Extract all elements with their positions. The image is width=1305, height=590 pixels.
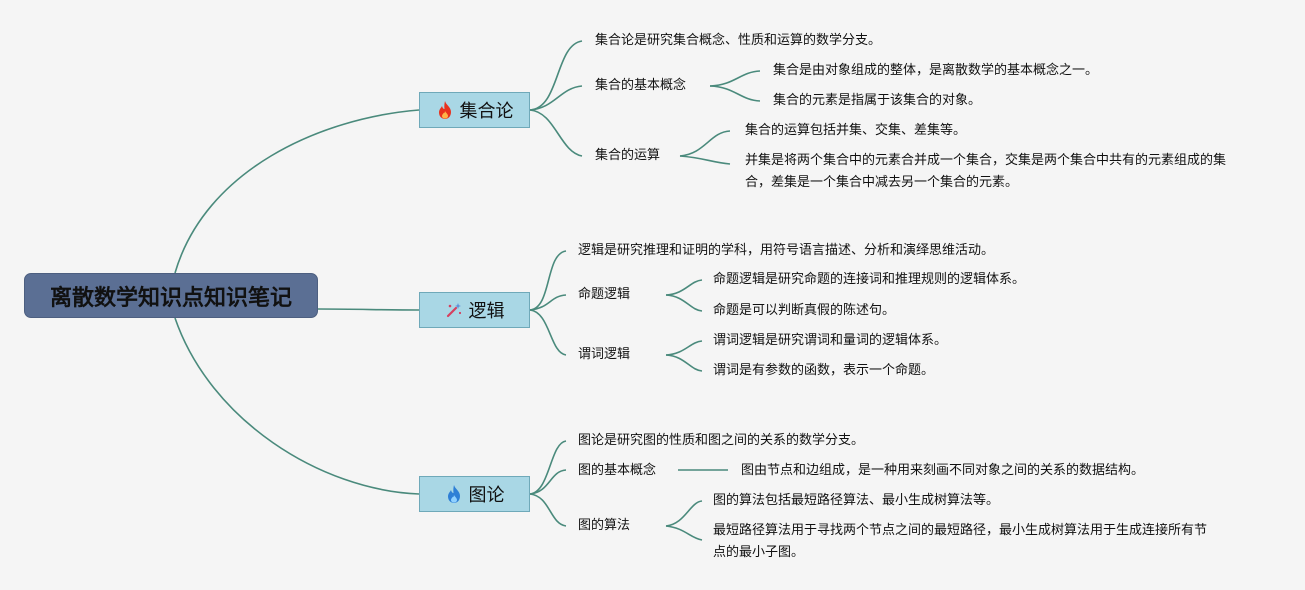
edge-logic-2a <box>665 279 703 296</box>
branch-graph-theory[interactable]: 图论 <box>419 476 530 512</box>
edge-graph-2 <box>529 469 567 495</box>
edge-graph-3 <box>529 493 567 527</box>
flame-icon <box>445 484 463 504</box>
graph-algorithms[interactable]: 图的算法 <box>578 518 631 533</box>
set-basic-concept-1: 集合是由对象组成的整体，是离散数学的基本概念之一。 <box>773 63 1099 78</box>
propositional-logic[interactable]: 命题逻辑 <box>578 287 631 302</box>
branch-set-theory[interactable]: 集合论 <box>419 92 530 128</box>
edge-logic-1 <box>529 250 567 311</box>
edge-logic-3 <box>529 309 567 356</box>
propositional-logic-1: 命题逻辑是研究命题的连接词和推理规则的逻辑体系。 <box>713 272 1026 287</box>
edge-root-set <box>174 109 420 274</box>
edge-set-3b <box>679 155 731 165</box>
set-description: 集合论是研究集合概念、性质和运算的数学分支。 <box>595 33 882 48</box>
graph-description: 图论是研究图的性质和图之间的关系的数学分支。 <box>578 433 865 448</box>
branch-label: 图论 <box>468 485 505 506</box>
branch-logic[interactable]: 逻辑 <box>419 292 530 328</box>
predicate-logic-1: 谓词逻辑是研究谓词和量词的逻辑体系。 <box>713 333 948 348</box>
edge-logic-2b <box>665 294 703 312</box>
edge-graph-3b <box>665 525 703 541</box>
graph-basic-concepts[interactable]: 图的基本概念 <box>578 463 657 478</box>
edge-set-2 <box>529 85 583 111</box>
predicate-logic[interactable]: 谓词逻辑 <box>578 347 631 362</box>
set-basic-concepts[interactable]: 集合的基本概念 <box>595 78 687 93</box>
edge-logic-2 <box>529 294 567 311</box>
logic-description: 逻辑是研究推理和证明的学科，用符号语言描述、分析和演绎思维活动。 <box>578 243 995 258</box>
edge-graph-3a <box>665 500 703 527</box>
root-title: 离散数学知识点知识笔记 <box>49 285 292 311</box>
branch-label: 集合论 <box>459 101 514 122</box>
graph-algorithm-2: 最短路径算法用于寻找两个节点之间的最短路径，最小生成树算法用于生成连接所有节点的… <box>713 523 1208 560</box>
set-operation-1: 集合的运算包括并集、交集、差集等。 <box>745 123 967 138</box>
edge-set-3 <box>529 109 583 157</box>
edge-root-graph <box>174 317 420 495</box>
set-basic-concept-2: 集合的元素是指属于该集合的对象。 <box>773 93 982 108</box>
edge-logic-3a <box>665 340 703 356</box>
predicate-logic-2: 谓词是有参数的函数，表示一个命题。 <box>713 363 935 378</box>
edge-logic-3b <box>665 354 703 372</box>
edge-set-2b <box>709 85 761 102</box>
edge-set-2a <box>709 70 761 87</box>
graph-basic-concept-1: 图由节点和边组成，是一种用来刻画不同对象之间的关系的数据结构。 <box>741 463 1145 478</box>
branch-label: 逻辑 <box>468 301 505 322</box>
edge-root-logic <box>317 308 420 311</box>
set-operations[interactable]: 集合的运算 <box>595 148 661 163</box>
propositional-logic-2: 命题是可以判断真假的陈述句。 <box>713 303 896 318</box>
edge-set-3a <box>679 130 731 157</box>
fire-icon <box>436 100 454 120</box>
edge-graph-1 <box>529 440 567 495</box>
edge-set-1 <box>529 40 583 111</box>
set-operation-2: 并集是将两个集合中的元素合并成一个集合，交集是两个集合中共有的元素组成的集合，差… <box>745 153 1227 190</box>
root-node[interactable]: 离散数学知识点知识笔记 <box>24 273 318 318</box>
graph-algorithm-1: 图的算法包括最短路径算法、最小生成树算法等。 <box>713 493 1000 508</box>
magic-wand-icon <box>445 301 463 319</box>
